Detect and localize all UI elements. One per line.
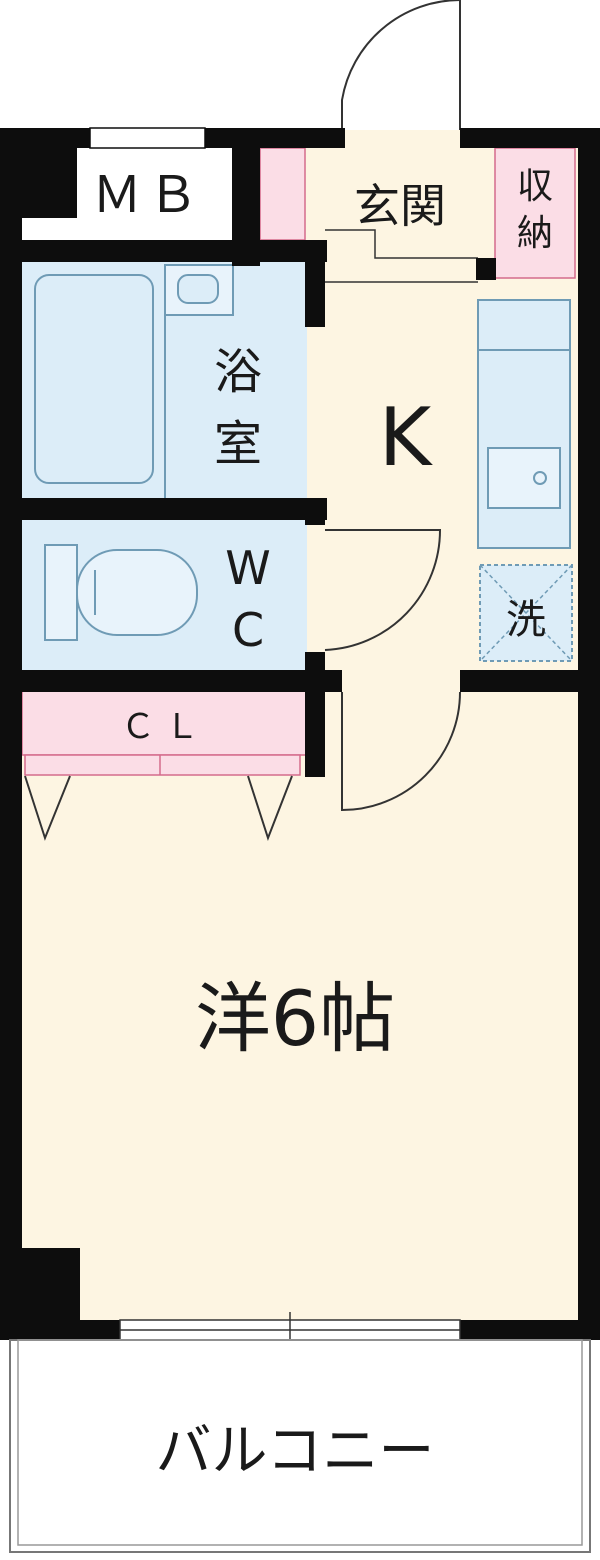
storage-label-line2: 納 [517, 213, 553, 254]
mb-label: ＭＢ [92, 166, 204, 224]
entrance-door-swing [341, 0, 461, 130]
entrance-label: 玄関 [354, 179, 446, 233]
closet-label: ＣＬ [121, 707, 209, 747]
faucet-icon [533, 471, 547, 485]
sink-basin-icon [177, 274, 219, 304]
balcony-label: バルコニー [156, 1419, 435, 1484]
closet-door-track [24, 754, 301, 776]
closet-door-swing-right [247, 775, 293, 841]
washer-diagonal-2 [479, 564, 573, 662]
entrance-area [325, 150, 480, 260]
storage-label-line1: 収 [517, 166, 553, 207]
wc-label-line1: W [225, 541, 270, 595]
walls [0, 128, 600, 1340]
balcony-rail-inner [17, 1339, 583, 1546]
storage-cabinet [494, 147, 576, 279]
top-window [89, 127, 206, 149]
entry-storage-small [259, 147, 306, 241]
closet-door-swing-left [24, 775, 71, 841]
washer-label: 洗 [506, 597, 546, 643]
room-door-swing [341, 691, 461, 812]
wc-door-swing [324, 529, 442, 651]
toilet-tank-icon [44, 544, 78, 641]
bath-label-line2: 室 [214, 416, 262, 472]
entrance-step [325, 229, 478, 259]
balcony [9, 1339, 591, 1553]
bath-label-line1: 浴 [214, 344, 262, 400]
toilet-bowl-icon [76, 549, 198, 636]
closet [21, 689, 308, 756]
kitchen-sink-icon [487, 447, 561, 509]
kitchen-counter [477, 299, 571, 549]
kitchen-label: K [379, 391, 434, 484]
bathtub-icon [34, 274, 154, 484]
western-room-label: 洋6帖 [195, 974, 395, 1063]
wc-label-line2: C [232, 603, 264, 657]
